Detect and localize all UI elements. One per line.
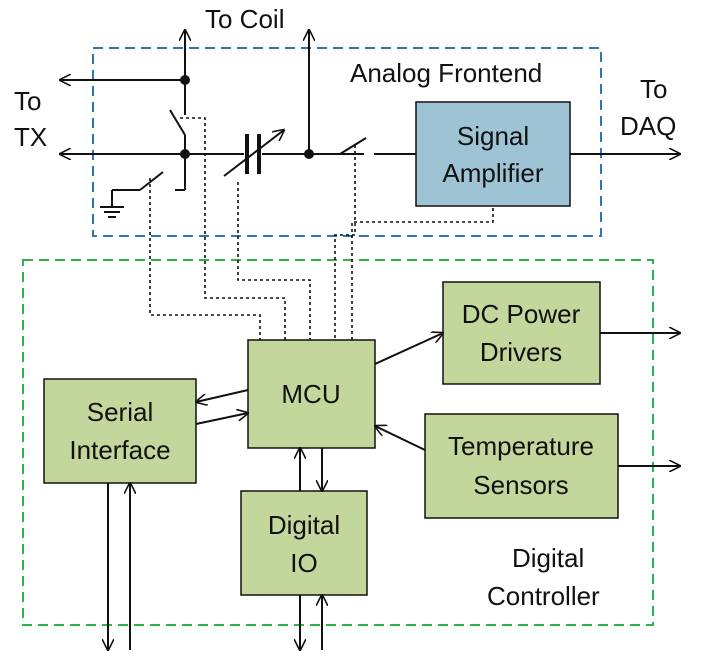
serial-to-mcu-arrow [195, 413, 248, 425]
to-daq-label-line2: DAQ [620, 111, 676, 141]
control-line-upper-switch [180, 117, 286, 340]
digital-wires [108, 333, 680, 650]
control-lines [149, 117, 494, 340]
to-tx-label-line2: TX [14, 122, 47, 152]
to-daq-label-line1: To [640, 74, 667, 104]
temperature-sensors-label-line2: Sensors [473, 470, 568, 500]
mcu-to-serial-arrow [196, 389, 249, 402]
signal-amplifier-label-line2: Amplifier [442, 158, 543, 188]
dc-power-drivers-block [442, 281, 601, 385]
upper-switch-blade [169, 109, 186, 136]
signal-amplifier-label-line1: Signal [457, 121, 529, 151]
control-line-series-switch [334, 145, 356, 340]
digital-io-label-line2: IO [290, 548, 317, 578]
dc-power-drivers-label-line2: Drivers [480, 337, 562, 367]
digital-io-box [240, 490, 368, 596]
temperature-sensors-block [424, 413, 619, 519]
series-switch-blade [339, 137, 367, 155]
serial-interface-label-line2: Interface [69, 435, 170, 465]
serial-interface-label-line1: Serial [87, 397, 153, 427]
mcu-label: MCU [281, 379, 340, 409]
dc-power-drivers-label-line1: DC Power [462, 299, 581, 329]
ground-switch-blade [139, 171, 164, 191]
signal-amplifier-block [415, 101, 571, 207]
control-line-capacitor [237, 182, 311, 340]
digital-io-label-line1: Digital [268, 510, 340, 540]
node-dot [304, 149, 314, 159]
dc-power-drivers-box [442, 281, 601, 385]
analog-frontend-label: Analog Frontend [350, 58, 542, 88]
mcu-to-dc-power-arrow [374, 333, 443, 365]
temperature-to-mcu-arrow [375, 426, 426, 451]
temperature-sensors-box [424, 413, 619, 519]
to-tx-label-line1: To [14, 86, 41, 116]
control-line-amplifier [351, 208, 494, 340]
digital-controller-label-line1: Digital [512, 543, 584, 573]
control-line-ground-switch [149, 178, 261, 340]
mcu-block [247, 339, 376, 449]
serial-interface-box [43, 378, 197, 484]
signal-amplifier-box [415, 101, 571, 207]
node-dot [180, 149, 190, 159]
mcu-box [247, 339, 376, 449]
temperature-sensors-label-line1: Temperature [448, 431, 594, 461]
to-coil-label: To Coil [205, 4, 284, 34]
analog-frontend-region [92, 47, 602, 237]
serial-interface-block [43, 378, 197, 484]
capacitor-tuning-arrow [223, 130, 284, 177]
digital-controller-label-line2: Controller [487, 581, 600, 611]
digital-io-block [240, 490, 368, 596]
node-dot [180, 75, 190, 85]
